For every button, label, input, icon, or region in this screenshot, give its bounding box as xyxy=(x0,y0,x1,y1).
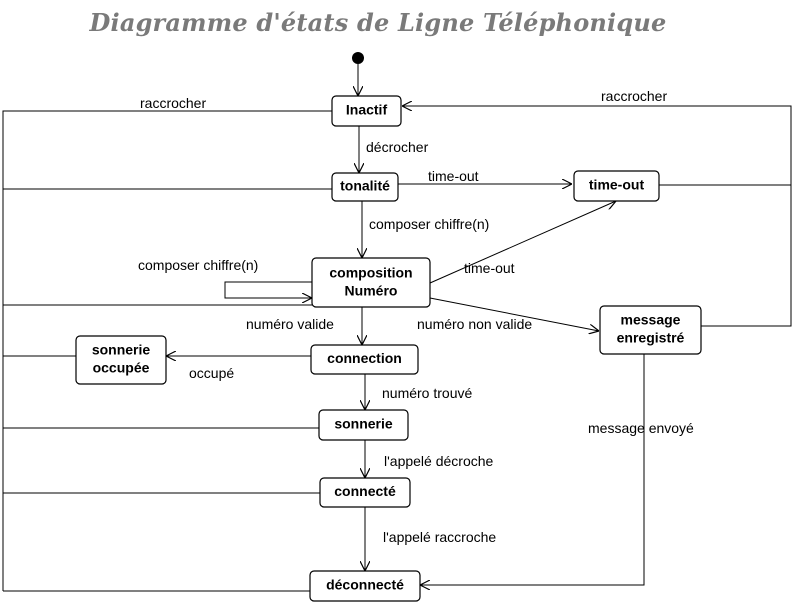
state-time-out: time-out xyxy=(573,170,660,202)
label-composer-chiffre-loop: composer chiffre(n) xyxy=(138,257,258,273)
state-tonalite-label: tonalité xyxy=(340,178,390,194)
state-sonnerie-occupee-label-1: sonnerie xyxy=(92,342,151,358)
state-message-enregistre: message enregistré xyxy=(599,305,702,355)
state-sonnerie-occupee-label-2: occupée xyxy=(93,360,150,376)
label-decrocher: décrocher xyxy=(366,139,429,155)
state-composition-label-2: Numéro xyxy=(345,283,398,299)
label-occupe: occupé xyxy=(189,365,234,381)
arrow-left-bus-inactif xyxy=(2,111,332,591)
state-sonnerie-label: sonnerie xyxy=(334,416,393,432)
state-sonnerie: sonnerie xyxy=(318,409,409,441)
arrow-message-envoye xyxy=(420,354,645,585)
state-composition-label-1: composition xyxy=(329,265,412,281)
label-appele-raccroche: l'appelé raccroche xyxy=(383,529,496,545)
state-connection-label: connection xyxy=(327,350,402,366)
state-inactif: Inactif xyxy=(331,95,402,127)
state-message-label-2: enregistré xyxy=(617,330,685,346)
state-tonalite: tonalité xyxy=(331,172,399,202)
arrow-timeout-composition xyxy=(429,201,616,284)
state-deconnecte-label: déconnecté xyxy=(326,577,404,593)
label-raccrocher-right: raccrocher xyxy=(601,88,667,104)
label-appele-decroche: l'appelé décroche xyxy=(384,453,494,469)
state-connecte: connecté xyxy=(319,477,411,508)
state-inactif-label: Inactif xyxy=(346,102,388,118)
arrow-composer-loop xyxy=(224,281,312,298)
state-time-out-label: time-out xyxy=(589,177,645,193)
state-connecte-label: connecté xyxy=(334,483,396,499)
diagram-title: Diagramme d'états de Ligne Téléphonique xyxy=(89,8,667,37)
label-numero-valide: numéro valide xyxy=(246,316,334,332)
state-sonnerie-occupee: sonnerie occupée xyxy=(75,335,167,385)
label-message-envoye: message envoyé xyxy=(588,420,694,436)
state-message-label-1: message xyxy=(621,312,681,328)
label-numero-non-valide: numéro non valide xyxy=(417,316,532,332)
state-composition-numero: composition Numéro xyxy=(311,257,431,308)
arrow-right-bus-inactif xyxy=(402,106,792,327)
label-raccrocher-left: raccrocher xyxy=(140,95,206,111)
label-timeout-tonalite: time-out xyxy=(428,168,479,184)
state-connection: connection xyxy=(310,344,419,375)
label-timeout-composition: time-out xyxy=(464,260,515,276)
arrow-numero-non-valide xyxy=(429,297,599,331)
label-composer-chiffre: composer chiffre(n) xyxy=(369,216,489,232)
initial-state xyxy=(352,52,364,64)
state-deconnecte: déconnecté xyxy=(309,570,421,602)
label-numero-trouve: numéro trouvé xyxy=(382,385,472,401)
